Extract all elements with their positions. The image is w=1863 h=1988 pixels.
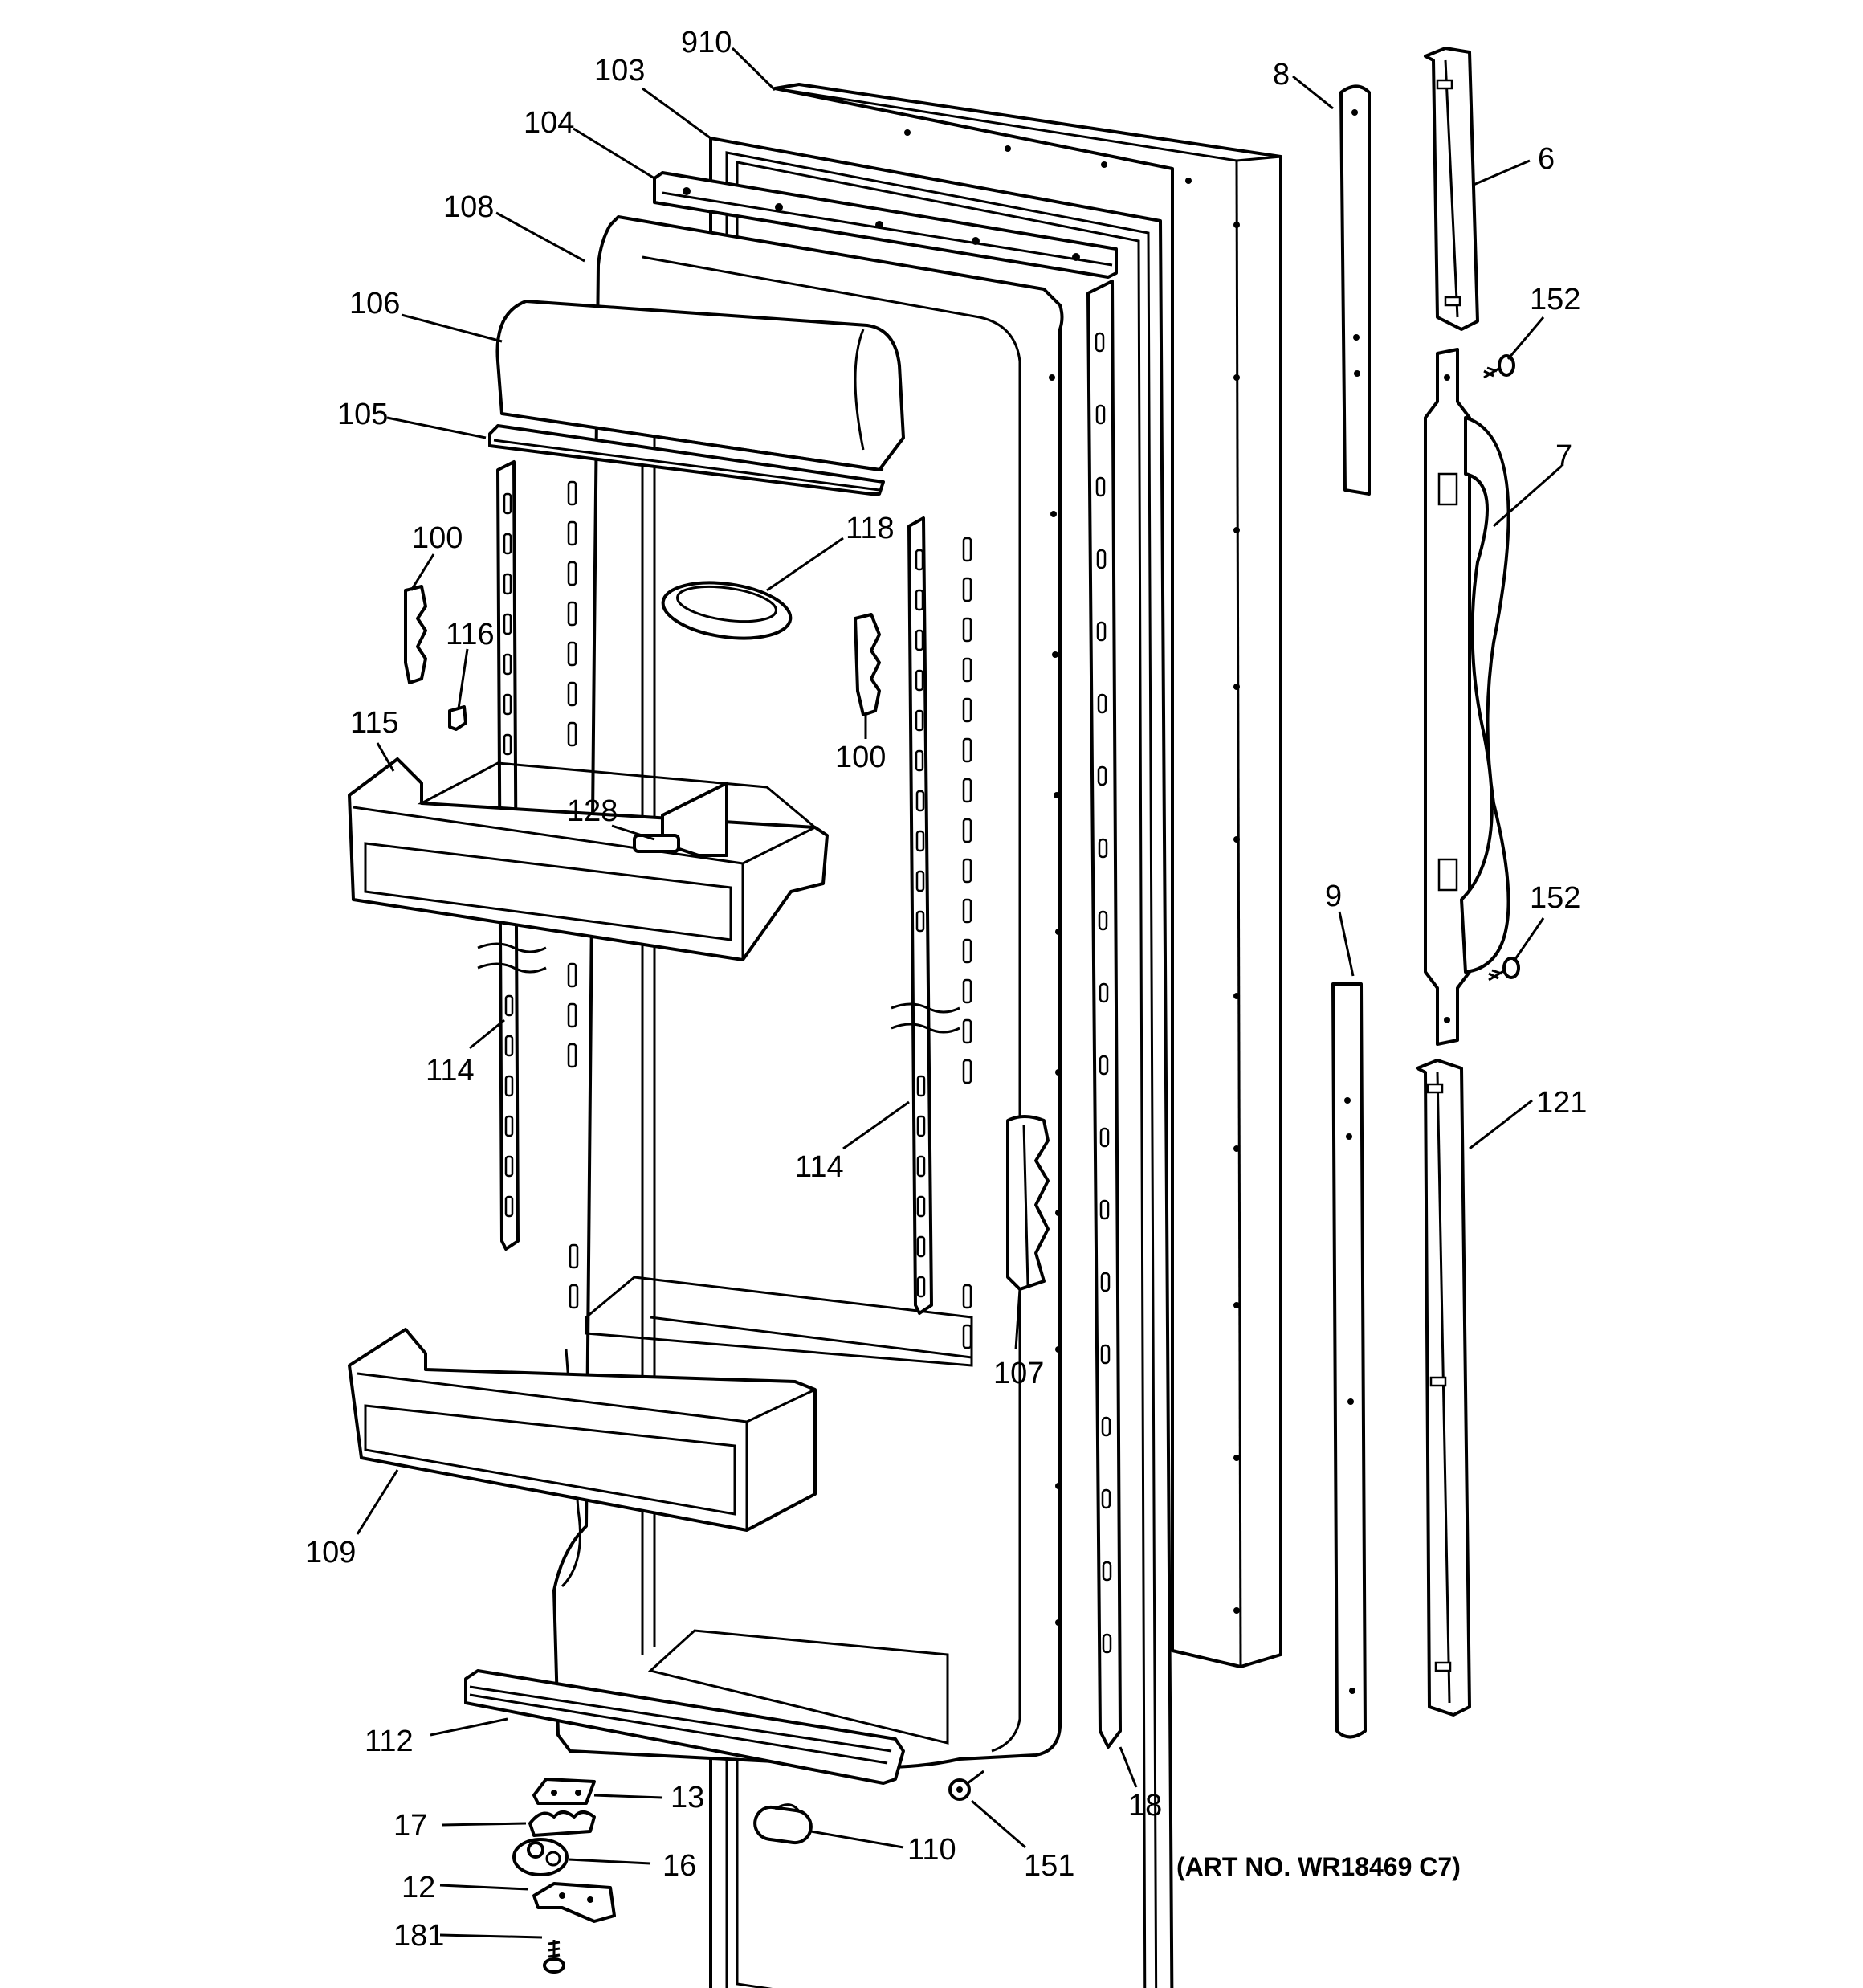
callout-8: 8 (1273, 58, 1290, 92)
outer-door-panel (773, 83, 1282, 1668)
callout-100-right: 100 (835, 741, 886, 774)
handle-screw-upper (1483, 354, 1515, 379)
callout-12: 12 (402, 1871, 435, 1904)
hinge-bracket-12 (532, 1882, 616, 1923)
callout-7: 7 (1555, 439, 1572, 473)
small-clip (448, 705, 467, 731)
callout-181: 181 (393, 1919, 444, 1953)
shelf-bracket-right (854, 613, 881, 716)
plug-110 (753, 1803, 813, 1845)
lower-trim-strip (1331, 982, 1367, 1739)
upper-trim-strip (1339, 84, 1371, 496)
callout-13: 13 (671, 1781, 704, 1815)
callout-6: 6 (1538, 142, 1555, 176)
callout-108: 108 (443, 190, 494, 224)
door-shelf-bin-lower (348, 1328, 817, 1532)
liner-left-slots (567, 480, 579, 1309)
callout-115: 115 (350, 706, 399, 740)
callout-103: 103 (594, 54, 645, 88)
side-strip (1086, 280, 1122, 1749)
callout-labels: 910 103 104 108 106 105 100 116 115 128 … (305, 26, 1587, 1953)
rail-right-slots (915, 549, 926, 1298)
shelf-bracket-left (404, 585, 427, 684)
callout-9: 9 (1325, 880, 1342, 913)
callout-17: 17 (393, 1809, 427, 1843)
callout-18: 18 (1128, 1789, 1162, 1823)
bottom-trim-strip (464, 1669, 905, 1785)
callout-105: 105 (337, 398, 388, 431)
callout-110: 110 (907, 1833, 956, 1867)
hinge-cover-part (1006, 1115, 1050, 1291)
callout-118: 118 (846, 512, 895, 545)
bottom-handle-trim (1416, 1059, 1471, 1717)
callout-106: 106 (349, 287, 400, 320)
callout-152-upper: 152 (1530, 283, 1580, 316)
callout-114-right: 114 (795, 1150, 844, 1184)
top-mounting-strip (653, 171, 1118, 279)
callout-109: 109 (305, 1536, 356, 1570)
rail-break-marks (477, 942, 960, 1034)
art-number: (ART NO. WR18469 C7) (1176, 1852, 1461, 1881)
handle-screw-lower (1488, 957, 1520, 982)
leader-lines (356, 47, 1563, 1939)
hinge-bushing-16 (512, 1838, 569, 1876)
bin-divider (633, 782, 728, 857)
callout-107: 107 (993, 1357, 1044, 1390)
screw-151 (948, 1770, 984, 1801)
callout-100-left: 100 (412, 521, 463, 555)
side-strip-slots (1095, 332, 1112, 1654)
hinge-screw-181 (543, 1940, 565, 1974)
callout-128: 128 (567, 794, 618, 828)
liner-right-slots (962, 537, 972, 1349)
oval-trim-part (661, 581, 793, 640)
dairy-compartment-door (495, 300, 905, 471)
callout-910: 910 (681, 26, 732, 59)
top-handle-trim (1424, 47, 1479, 331)
callout-121: 121 (1536, 1086, 1587, 1120)
callout-116: 116 (446, 618, 495, 651)
shelf-rail-right (907, 516, 933, 1315)
callout-112: 112 (365, 1725, 414, 1758)
callout-16: 16 (662, 1849, 696, 1883)
door-shelf-bin-upper (348, 757, 829, 961)
hinge-shim-17 (528, 1810, 596, 1837)
liner-holes (1049, 374, 1062, 1626)
dairy-door-rail (488, 424, 885, 496)
rail-left-slots (503, 492, 514, 1218)
callout-151: 151 (1024, 1849, 1074, 1883)
callout-114-left: 114 (426, 1054, 475, 1088)
hinge-plate-13 (532, 1778, 596, 1805)
callout-104: 104 (524, 106, 574, 140)
callout-152-lower: 152 (1530, 881, 1580, 915)
panel-holes (904, 129, 1240, 1614)
door-handle (1424, 348, 1510, 1046)
